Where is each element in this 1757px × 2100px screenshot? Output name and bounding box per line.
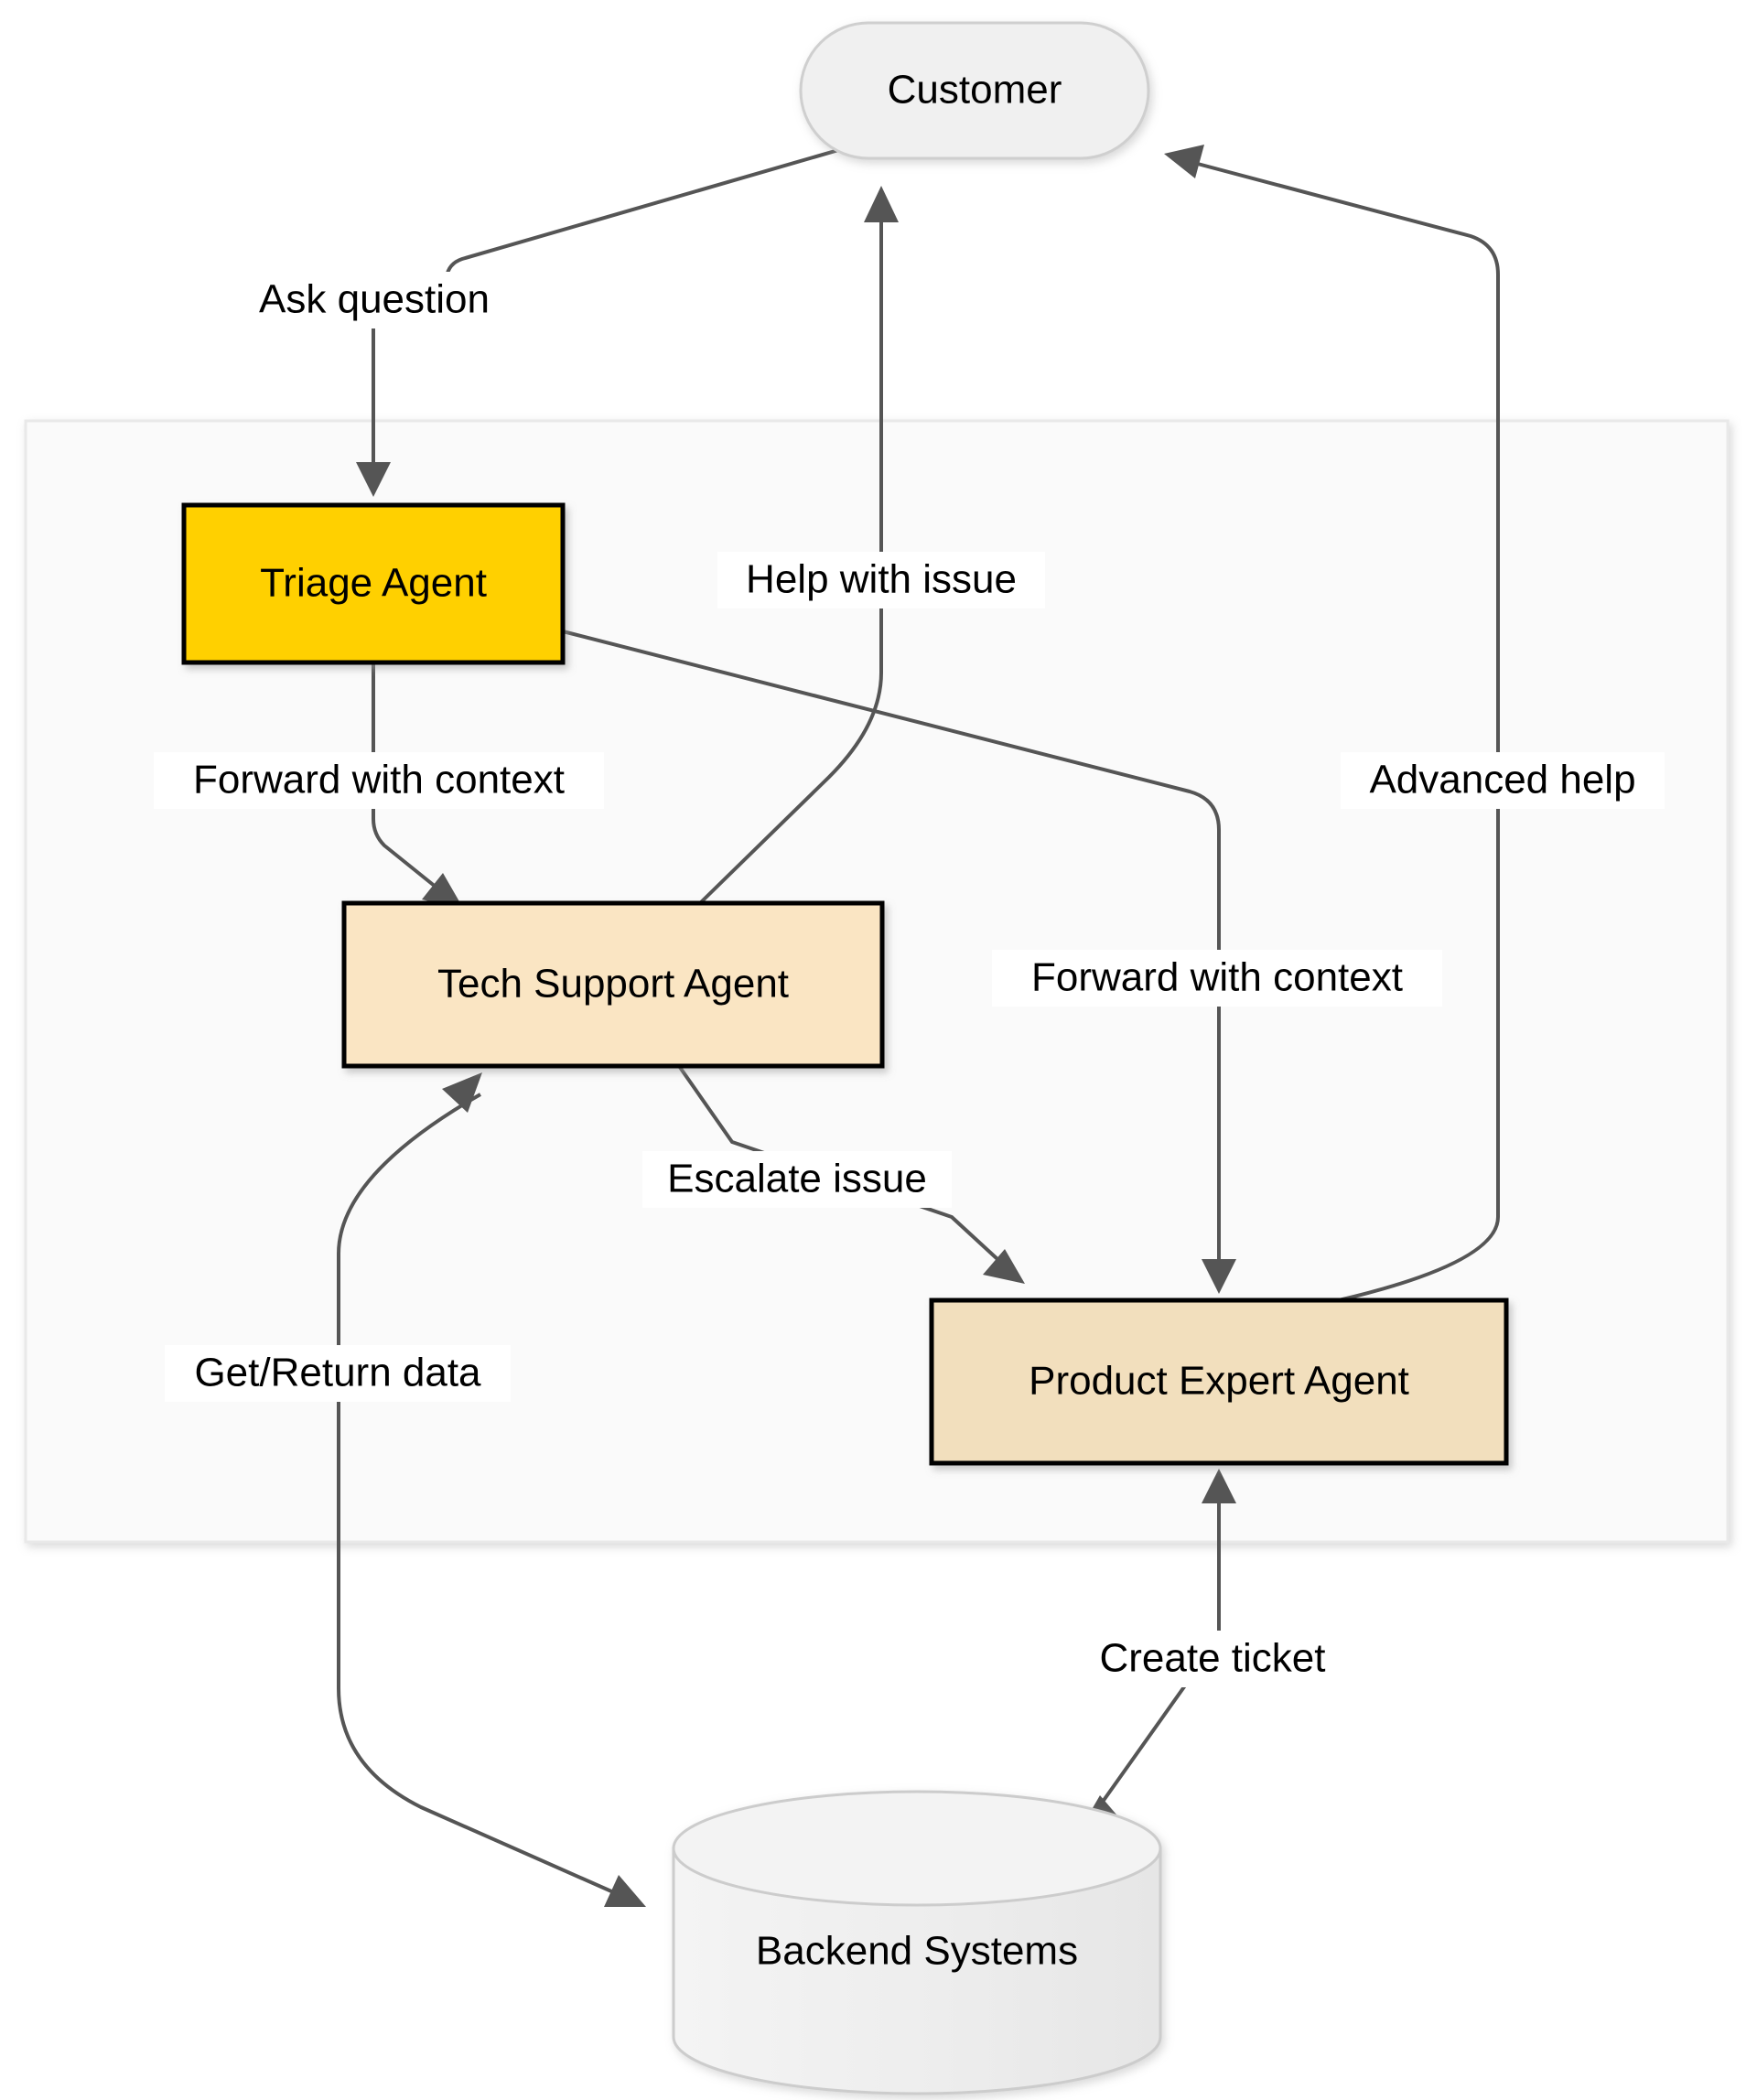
node-tech-support-agent-label: Tech Support Agent xyxy=(437,962,789,1007)
node-tech-support-agent[interactable]: Tech Support Agent xyxy=(341,900,885,1069)
edge-label-forward-with-context-1: Forward with context xyxy=(154,752,604,809)
edge-label-text: Forward with context xyxy=(1031,955,1403,1000)
edge-label-ask-question: Ask question xyxy=(233,272,515,328)
edge-label-text: Get/Return data xyxy=(194,1351,481,1395)
node-customer[interactable]: Customer xyxy=(799,21,1150,160)
node-product-expert-agent[interactable]: Product Expert Agent xyxy=(929,1298,1509,1466)
edge-label-text: Escalate issue xyxy=(667,1157,927,1201)
node-triage-agent[interactable]: Triage Agent xyxy=(181,502,566,665)
node-backend-systems[interactable]: Backend Systems xyxy=(672,1790,1162,2095)
edge-techsupport-to-customer xyxy=(698,186,899,905)
edge-label-get-return-data: Get/Return data xyxy=(165,1345,511,1402)
edge-triage-to-techsupport xyxy=(372,662,464,910)
edge-label-text: Ask question xyxy=(259,277,490,322)
edge-label-text: Create ticket xyxy=(1100,1636,1326,1681)
edge-triage-to-productexpert xyxy=(562,630,1236,1294)
edge-label-forward-with-context-2: Forward with context xyxy=(992,950,1442,1007)
edge-label-help-with-issue: Help with issue xyxy=(717,552,1045,608)
node-customer-label: Customer xyxy=(888,68,1062,113)
node-backend-systems-label: Backend Systems xyxy=(756,1929,1078,1974)
node-triage-agent-label: Triage Agent xyxy=(260,561,487,606)
edge-label-text: Forward with context xyxy=(193,758,565,802)
node-product-expert-agent-label: Product Expert Agent xyxy=(1029,1359,1409,1404)
edge-techsupport-to-backend xyxy=(337,1072,646,1907)
edge-label-advanced-help: Advanced help xyxy=(1341,752,1665,809)
edge-label-text: Help with issue xyxy=(746,557,1017,602)
edge-label-escalate-issue: Escalate issue xyxy=(642,1151,952,1208)
edge-label-create-ticket: Create ticket xyxy=(1076,1631,1349,1687)
edge-productexpert-to-customer xyxy=(1164,145,1500,1302)
edge-label-text: Advanced help xyxy=(1369,758,1635,802)
